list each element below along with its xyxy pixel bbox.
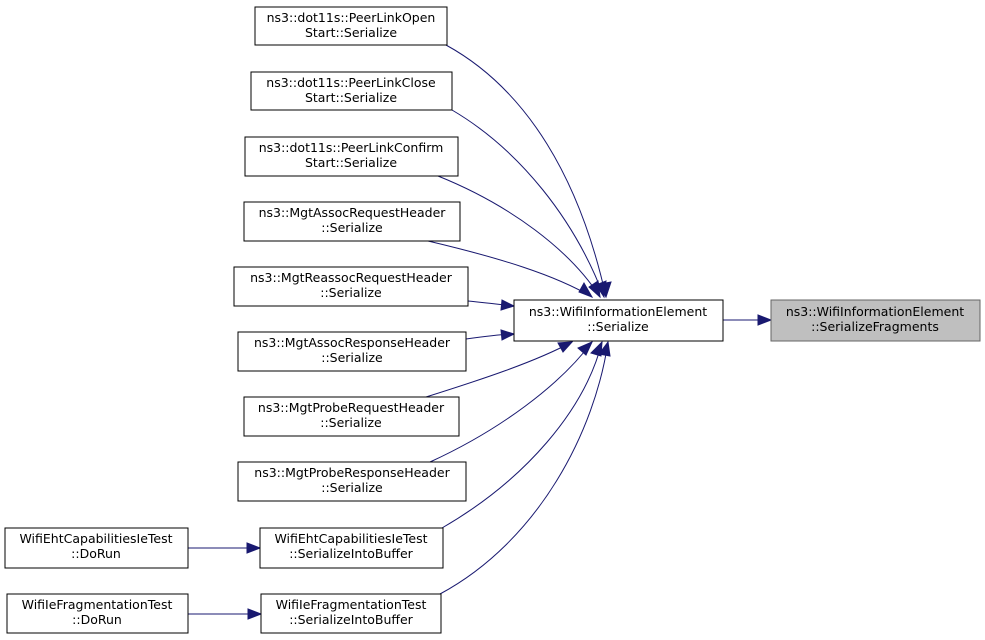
edge-peer-link-open-to-wie-serialize xyxy=(445,44,612,299)
node-eht-do-run[interactable]: WifiEhtCapabilitiesIeTest ::DoRun xyxy=(4,527,189,569)
node-label-line2: ::DoRun xyxy=(72,612,122,627)
node-wie-serialize-fragments: ns3::WifiInformationElement ::SerializeF… xyxy=(770,299,981,342)
node-label-line2: ::Serialize xyxy=(321,220,383,235)
edge-mgt-assoc-response-to-wie-serialize xyxy=(465,329,516,341)
node-label-line1: ns3::MgtProbeRequestHeader xyxy=(258,400,445,415)
node-label-line1: ns3::MgtAssocResponseHeader xyxy=(254,335,451,350)
node-label-line1: WifiIeFragmentationTest xyxy=(22,597,173,612)
node-peer-link-open[interactable]: ns3::dot11s::PeerLinkOpen Start::Seriali… xyxy=(254,6,448,46)
node-mgt-assoc-response[interactable]: ns3::MgtAssocResponseHeader ::Serialize xyxy=(237,331,467,372)
node-mgt-probe-response[interactable]: ns3::MgtProbeResponseHeader ::Serialize xyxy=(237,461,467,502)
node-label-line2: ::Serialize xyxy=(321,350,383,365)
node-eht-serialize-into-buffer[interactable]: WifiEhtCapabilitiesIeTest ::SerializeInt… xyxy=(259,527,444,569)
node-label-line2: ::DoRun xyxy=(71,546,121,561)
node-label-line2: ::SerializeIntoBuffer xyxy=(289,546,413,561)
edge-mgt-reassoc-request-to-wie-serialize xyxy=(467,299,516,311)
node-label-line1: WifiEhtCapabilitiesIeTest xyxy=(19,531,172,546)
node-label-line1: ns3::MgtAssocRequestHeader xyxy=(259,205,447,220)
node-label-line1: ns3::dot11s::PeerLinkOpen xyxy=(267,10,436,25)
node-label-line2: ::Serialize xyxy=(321,480,383,495)
node-label-line1: WifiEhtCapabilitiesIeTest xyxy=(274,531,427,546)
node-peer-link-confirm[interactable]: ns3::dot11s::PeerLinkConfirm Start::Seri… xyxy=(244,136,459,177)
node-label-line2: ::Serialize xyxy=(320,415,382,430)
node-label-line2: ::Serialize xyxy=(320,285,382,300)
node-mgt-assoc-request[interactable]: ns3::MgtAssocRequestHeader ::Serialize xyxy=(243,201,461,242)
node-label-line2: ::SerializeIntoBuffer xyxy=(289,612,413,627)
node-label-line1: ns3::MgtProbeResponseHeader xyxy=(254,465,450,480)
node-mgt-reassoc-request[interactable]: ns3::MgtReassocRequestHeader ::Serialize xyxy=(233,266,469,307)
node-label-line2: Start::Serialize xyxy=(305,25,397,40)
node-label-line2: ::Serialize xyxy=(587,319,649,334)
node-label-line1: ns3::WifiInformationElement xyxy=(786,304,964,319)
edge-wie-serialize-to-wie-serialize-fragments xyxy=(723,314,773,326)
edge-mgt-probe-request-to-wie-serialize xyxy=(425,341,574,398)
edge-peer-link-confirm-to-wie-serialize xyxy=(437,175,601,299)
edge-eht-serialize-into-buffer-to-wie-serialize xyxy=(441,340,603,529)
edge-frag-serialize-into-buffer-to-wie-serialize xyxy=(439,340,611,595)
node-label-line1: WifiIeFragmentationTest xyxy=(276,597,427,612)
node-peer-link-close[interactable]: ns3::dot11s::PeerLinkClose Start::Serial… xyxy=(250,71,453,111)
edge-mgt-assoc-request-to-wie-serialize xyxy=(427,240,594,298)
node-label-line1: ns3::WifiInformationElement xyxy=(529,304,707,319)
node-wie-serialize[interactable]: ns3::WifiInformationElement ::Serialize xyxy=(513,299,724,342)
node-label-line1: ns3::MgtReassocRequestHeader xyxy=(250,270,453,285)
node-label-line1: ns3::dot11s::PeerLinkClose xyxy=(266,75,436,90)
edge-mgt-probe-response-to-wie-serialize xyxy=(429,341,593,463)
edge-eht-do-run-to-eht-serialize-into-buffer xyxy=(188,542,262,554)
node-label-line1: ns3::dot11s::PeerLinkConfirm xyxy=(259,140,444,155)
node-label-line2: Start::Serialize xyxy=(305,90,397,105)
node-frag-do-run[interactable]: WifiIeFragmentationTest ::DoRun xyxy=(6,593,189,634)
edge-frag-do-run-to-frag-serialize-into-buffer xyxy=(188,608,263,620)
node-mgt-probe-request[interactable]: ns3::MgtProbeRequestHeader ::Serialize xyxy=(243,396,460,437)
node-label-line2: Start::Serialize xyxy=(305,155,397,170)
node-frag-serialize-into-buffer[interactable]: WifiIeFragmentationTest ::SerializeIntoB… xyxy=(260,593,442,634)
node-label-line2: ::SerializeFragments xyxy=(811,319,939,334)
